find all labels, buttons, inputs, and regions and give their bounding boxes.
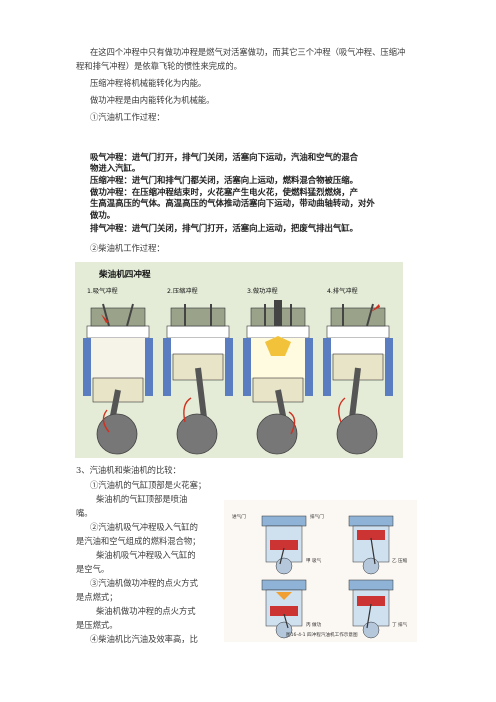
gasoline-engine-figure: 进气门 排气门 甲 吸气 乙 压缩 丙 做功 丁 排气 图16-4-1 四冲程汽… [224,500,417,642]
intro-line-2: 程和排气冲程）是依靠飞轮的惯性来完成的。 [76,61,242,71]
stroke-line: 物进入汽缸。 [90,163,141,173]
stroke-c-label: 丙 做功 [306,623,322,628]
comparison-line: 是压燃式。 [76,620,118,630]
comparison-line: 是空气。 [76,564,110,574]
stroke-line: 做功冲程：在压缩冲程结束时，火花塞产生电火花，使燃料猛烈燃烧，产 [90,187,358,197]
comparison-line: 嘴。 [76,508,93,518]
stroke-line: 吸气冲程：进气门打开，排气门关闭，活塞向下运动，汽油和空气的混合 [90,152,358,162]
stroke-description-figure: 吸气冲程：进气门打开，排气门关闭，活塞向下运动，汽油和空气的混合 物进入汽缸。 … [90,150,408,237]
engine-illustration [163,304,233,455]
comparison-line: 柴油机吸气冲程吸入气缸的 [96,550,196,560]
compression-fact: 压缩冲程将机械能转化为内能。 [90,78,207,88]
exhaust-valve-label: 排气门 [310,515,324,520]
intro-line-1: 在这四个冲程中只有做功冲程是燃气对活塞做功，而其它三个冲程（吸气冲程、压缩冲 [90,47,406,57]
comparison-line: ③汽油机做功冲程的点火方式 [90,578,198,588]
stroke-line: 压缩冲程：进气门和排气门都关闭，活塞向上运动，燃料混合物被压缩。 [90,175,358,185]
diesel-four-stroke-diagram: 柴油机四冲程 1.吸气冲程 2.压缩冲程 [75,262,403,458]
stroke-d-label: 丁 排气 [392,623,408,628]
engine-illustration [83,303,153,455]
gasoline-heading: ①汽油机工作过程： [90,112,165,122]
comparison-line: 柴油机做功冲程的点火方式 [96,606,196,616]
stroke-a-label: 甲 吸气 [306,559,322,564]
comparison-line: ②汽油机吸气冲程吸入气缸的 [90,522,198,532]
stroke-b-label: 乙 压缩 [392,559,408,564]
panel-label: 4.排气冲程 [327,288,358,295]
stroke-line: 生高温高压的气体。高温高压的气体推动活塞向下运动，带动曲轴转动，对外 [90,198,375,208]
diesel-diagram-title: 柴油机四冲程 [99,270,151,280]
stroke-line: 排气冲程：进气门关闭，排气门打开，活塞向上运动，把废气排出气缸。 [90,223,358,233]
diesel-panel-intake: 1.吸气冲程 [81,286,155,456]
figure-caption: 图16-4-1 四冲程汽油机工作示意图 [286,633,358,638]
intake-valve-label: 进气门 [232,515,246,520]
panel-label: 1.吸气冲程 [87,288,118,295]
panel-label: 2.压缩冲程 [167,288,198,295]
diesel-panel-power: 3.做功冲程 [241,286,315,456]
engine-illustration [243,300,313,455]
comparison-line: 柴油机的气缸顶部是喷油 [96,494,188,504]
power-fact: 做功冲程是由内能转化为机械能。 [90,95,215,105]
comparison-line: 是点燃式； [76,592,118,602]
gasoline-engine-illustration [261,515,394,639]
stroke-line: 做功。 [90,210,116,220]
diesel-panel-exhaust: 4.排气冲程 [321,286,395,456]
diesel-panel-compression: 2.压缩冲程 [161,286,235,456]
engine-illustration [323,303,393,455]
comparison-line: ①汽油机的气缸顶部是火花塞； [90,480,207,490]
comparison-heading: 3、汽油机和柴油机的比较： [76,465,181,475]
comparison-line: ④柴油机比汽油及效率高，比 [90,634,198,644]
comparison-line: 是汽油和空气组成的燃料混合物； [76,536,201,546]
diesel-heading: ②柴油机工作过程： [90,243,165,253]
panel-label: 3.做功冲程 [247,288,278,295]
